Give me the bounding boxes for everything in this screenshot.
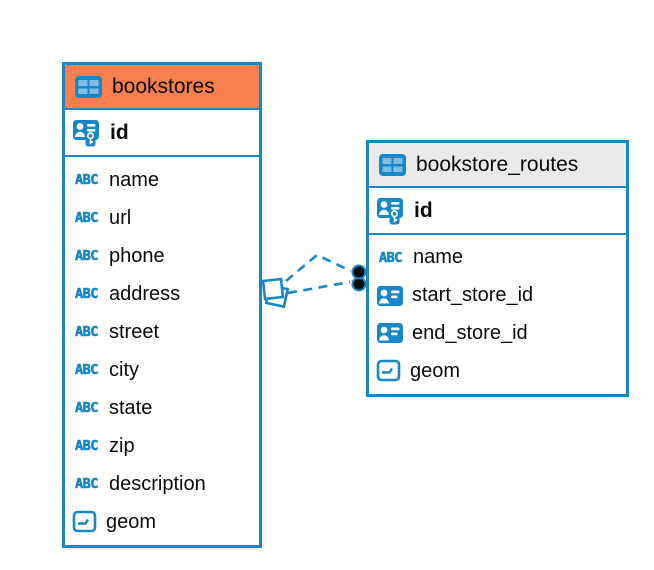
entity-bookstore-routes[interactable]: bookstore_routes id ABC xyxy=(366,140,629,397)
entity-bookstores[interactable]: bookstores id ABC na xyxy=(62,62,262,548)
text-type-icon: ABC xyxy=(75,476,99,493)
column-name: url xyxy=(109,206,132,229)
column-name: description xyxy=(109,472,206,495)
text-type-icon: ABC xyxy=(75,286,99,303)
text-type-icon: ABC xyxy=(75,324,99,341)
text-type-icon: ABC xyxy=(75,210,99,227)
diamond-end-marker-front xyxy=(261,277,285,301)
dot-end-marker-front xyxy=(351,264,367,280)
geometry-type-icon xyxy=(376,359,402,383)
column-name: name xyxy=(109,168,160,191)
text-type-icon: ABC xyxy=(75,438,99,455)
column-name: id xyxy=(110,120,129,144)
text-type-icon: ABC xyxy=(75,172,99,189)
column-row-address[interactable]: ABC address xyxy=(65,275,259,313)
column-row-name[interactable]: ABC name xyxy=(65,161,259,199)
column-row-start-store-id[interactable]: start_store_id xyxy=(369,277,626,315)
entity-bookstore-routes-header[interactable]: bookstore_routes xyxy=(369,143,626,188)
column-row-name[interactable]: ABC name xyxy=(369,239,626,277)
primary-key-icon xyxy=(376,197,406,225)
column-name: state xyxy=(109,396,153,419)
text-type-icon: ABC xyxy=(379,249,403,267)
column-name: name xyxy=(413,246,464,269)
column-name: start_store_id xyxy=(412,284,534,307)
column-name: zip xyxy=(109,434,135,457)
reference-type-icon xyxy=(376,322,404,344)
column-row-description[interactable]: ABC description xyxy=(65,465,259,503)
column-name: end_store_id xyxy=(412,321,528,344)
primary-key-icon xyxy=(72,119,102,147)
entity-title: bookstore_routes xyxy=(416,152,579,176)
column-name: address xyxy=(109,282,181,305)
relationship-line-upper[interactable] xyxy=(285,253,352,282)
column-row-id[interactable]: id xyxy=(369,188,626,235)
column-name: street xyxy=(109,320,160,343)
table-icon xyxy=(378,153,407,177)
column-row-state[interactable]: ABC state xyxy=(65,389,259,427)
table-icon xyxy=(74,75,103,99)
column-row-url[interactable]: ABC url xyxy=(65,199,259,237)
geometry-type-icon xyxy=(72,510,98,534)
text-type-icon: ABC xyxy=(75,362,99,379)
column-row-street[interactable]: ABC street xyxy=(65,313,259,351)
relationship-line-lower[interactable] xyxy=(287,280,351,295)
column-name: city xyxy=(109,358,139,381)
column-name: phone xyxy=(109,244,165,267)
diamond-end-marker-back xyxy=(264,283,290,309)
text-type-icon: ABC xyxy=(75,248,99,265)
reference-type-icon xyxy=(376,285,404,307)
column-row-phone[interactable]: ABC phone xyxy=(65,237,259,275)
column-row-city[interactable]: ABC city xyxy=(65,351,259,389)
entity-title: bookstores xyxy=(112,74,215,98)
column-row-id[interactable]: id xyxy=(65,110,259,157)
column-row-geom[interactable]: geom xyxy=(369,352,626,390)
entity-bookstore-routes-fields: ABC name start_store_id xyxy=(369,235,626,394)
column-row-zip[interactable]: ABC zip xyxy=(65,427,259,465)
column-name: geom xyxy=(410,359,461,382)
column-row-geom[interactable]: geom xyxy=(65,503,259,541)
text-type-icon: ABC xyxy=(75,400,99,417)
column-row-end-store-id[interactable]: end_store_id xyxy=(369,315,626,353)
dot-end-marker-back xyxy=(351,276,367,292)
entity-bookstores-fields: ABC name ABC url ABC phone ABC address A… xyxy=(65,157,259,545)
column-name: id xyxy=(414,198,433,222)
column-name: geom xyxy=(106,510,157,533)
entity-bookstores-header[interactable]: bookstores xyxy=(65,65,259,110)
